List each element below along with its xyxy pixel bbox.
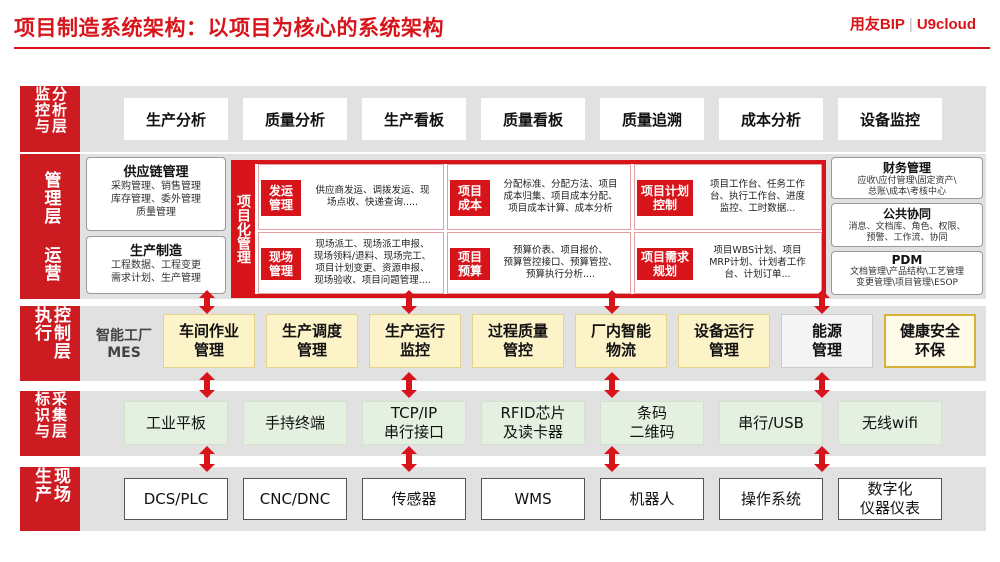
double-arrow-icon xyxy=(814,290,830,314)
logo-brand: 用友BIP xyxy=(849,16,905,33)
double-arrow-icon xyxy=(401,446,417,472)
double-arrow-icon xyxy=(814,446,830,472)
supply-chain-title: 供应链管理 xyxy=(123,165,189,180)
double-arrow-icon xyxy=(814,372,830,398)
mes-module: 健康安全 环保 xyxy=(884,314,976,368)
analysis-item: 质量看板 xyxy=(481,98,585,140)
collab-desc: 消息、文档库、角色、权限、 预警、工作流、协同 xyxy=(848,222,966,243)
field-item: WMS xyxy=(481,478,585,520)
pdm-desc: 文档管理\产品结构\工艺管理 变更管理\项目管理\ESOP xyxy=(849,267,965,288)
project-cell-tag: 发运 管理 xyxy=(261,180,301,216)
field-item: 操作系统 xyxy=(719,478,823,520)
collect-item: 条码 二维码 xyxy=(600,401,704,445)
project-cell-tag: 项目需求 规划 xyxy=(637,248,693,280)
analysis-layer-label: 分析层 监控与 xyxy=(20,86,80,152)
analysis-item: 生产看板 xyxy=(362,98,466,140)
mes-side-label: 智能工厂 MES xyxy=(96,328,152,361)
analysis-item: 设备监控 xyxy=(838,98,942,140)
production-mfg-desc: 工程数据、工程变更 需求计划、生产管理 xyxy=(111,260,201,284)
field-item: 传感器 xyxy=(362,478,466,520)
finance-title: 财务管理 xyxy=(882,161,931,175)
production-mfg-title: 生产制造 xyxy=(129,244,182,259)
double-arrow-icon xyxy=(199,290,215,314)
mes-module: 厂内智能 物流 xyxy=(575,314,667,368)
collect-layer-label: 采集层 标识与 xyxy=(20,391,80,456)
finance-card: 财务管理 应收\应付管理\固定资产\ 总账\成本\考核中心 xyxy=(831,157,983,199)
collect-item: 无线wifi xyxy=(838,401,942,445)
project-cell-desc: 供应商发运、调拨发运、现 场点收、快递查询..... xyxy=(315,185,430,208)
double-arrow-icon xyxy=(604,446,620,472)
double-arrow-icon xyxy=(401,372,417,398)
project-cell-desc: 项目工作台、任务工作 台、执行工作台、进度 监控、工时数据... xyxy=(709,179,805,214)
collect-item: 串行/USB xyxy=(719,401,823,445)
mes-module: 设备运行 管理 xyxy=(678,314,770,368)
collect-item: RFID芯片 及读卡器 xyxy=(481,401,585,445)
analysis-item: 生产分析 xyxy=(124,98,228,140)
project-cell-desc: 分配标准、分配方法、项目 成本归集、项目成本分配、 项目成本计算、成本分析 xyxy=(503,179,618,214)
double-arrow-icon xyxy=(199,446,215,472)
production-mfg-card: 生产制造 工程数据、工程变更 需求计划、生产管理 xyxy=(86,236,226,294)
title-underline xyxy=(14,47,990,49)
finance-desc: 应收\应付管理\固定资产\ 总账\成本\考核中心 xyxy=(857,176,957,197)
page-title: 项目制造系统架构：以项目为核心的系统架构 xyxy=(14,16,444,40)
project-cell xyxy=(258,164,444,230)
collab-title: 公共协同 xyxy=(882,207,931,221)
double-arrow-icon xyxy=(604,290,620,314)
project-cell-desc: 现场派工、现场派工申报、 现场领料/退料、现场完工、 项目计划变更、资源申报、 … xyxy=(313,239,432,286)
double-arrow-icon xyxy=(401,290,417,314)
mes-module: 过程质量 管控 xyxy=(472,314,564,368)
supply-chain-desc: 采购管理、销售管理 库存管理、委外管理 质量管理 xyxy=(111,181,201,218)
analysis-item: 质量追溯 xyxy=(600,98,704,140)
field-layer-label: 现场 生产 xyxy=(20,467,80,531)
field-item: 数字化 仪器仪表 xyxy=(838,478,942,520)
project-cell-desc: 预算价表、项目报价、 预算管控接口、预算管控、 预算执行分析.... xyxy=(503,245,618,280)
double-arrow-icon xyxy=(199,372,215,398)
supply-chain-card: 供应链管理 采购管理、销售管理 库存管理、委外管理 质量管理 xyxy=(86,157,226,231)
field-item: 机器人 xyxy=(600,478,704,520)
project-cell-desc: 项目WBS计划、项目 MRP计划、计划者工作 台、计划订单... xyxy=(709,245,806,280)
project-cell-tag: 项目计划 控制 xyxy=(637,180,693,216)
logo-separator: | xyxy=(908,16,913,33)
field-item: CNC/DNC xyxy=(243,478,347,520)
mes-module: 能源 管理 xyxy=(781,314,873,368)
field-item: DCS/PLC xyxy=(124,478,228,520)
project-cell-tag: 现场 管理 xyxy=(261,248,301,280)
collect-item: 手持终端 xyxy=(243,401,347,445)
project-cell-tag: 项目 成本 xyxy=(450,180,490,216)
collect-item: 工业平板 xyxy=(124,401,228,445)
collect-item: TCP/IP 串行接口 xyxy=(362,401,466,445)
analysis-item: 成本分析 xyxy=(719,98,823,140)
collab-card: 公共协同 消息、文档库、角色、权限、 预警、工作流、协同 xyxy=(831,203,983,247)
project-management-title: 项目化管理 xyxy=(231,160,255,298)
analysis-item: 质量分析 xyxy=(243,98,347,140)
double-arrow-icon xyxy=(604,372,620,398)
project-cell-tag: 项目 预算 xyxy=(450,248,490,280)
mes-module: 生产调度 管理 xyxy=(266,314,358,368)
logo-product: U9cloud xyxy=(916,16,976,33)
mes-module: 生产运行 监控 xyxy=(369,314,461,368)
mes-module: 车间作业 管理 xyxy=(163,314,255,368)
control-layer-label: 控制层 执行 xyxy=(20,306,80,381)
pdm-card: PDM 文档管理\产品结构\工艺管理 变更管理\项目管理\ESOP xyxy=(831,251,983,295)
brand-logo: 用友BIP|U9cloud xyxy=(850,13,976,34)
pdm-title: PDM xyxy=(891,253,923,267)
management-layer-label: 管理层 运营 xyxy=(20,154,80,299)
